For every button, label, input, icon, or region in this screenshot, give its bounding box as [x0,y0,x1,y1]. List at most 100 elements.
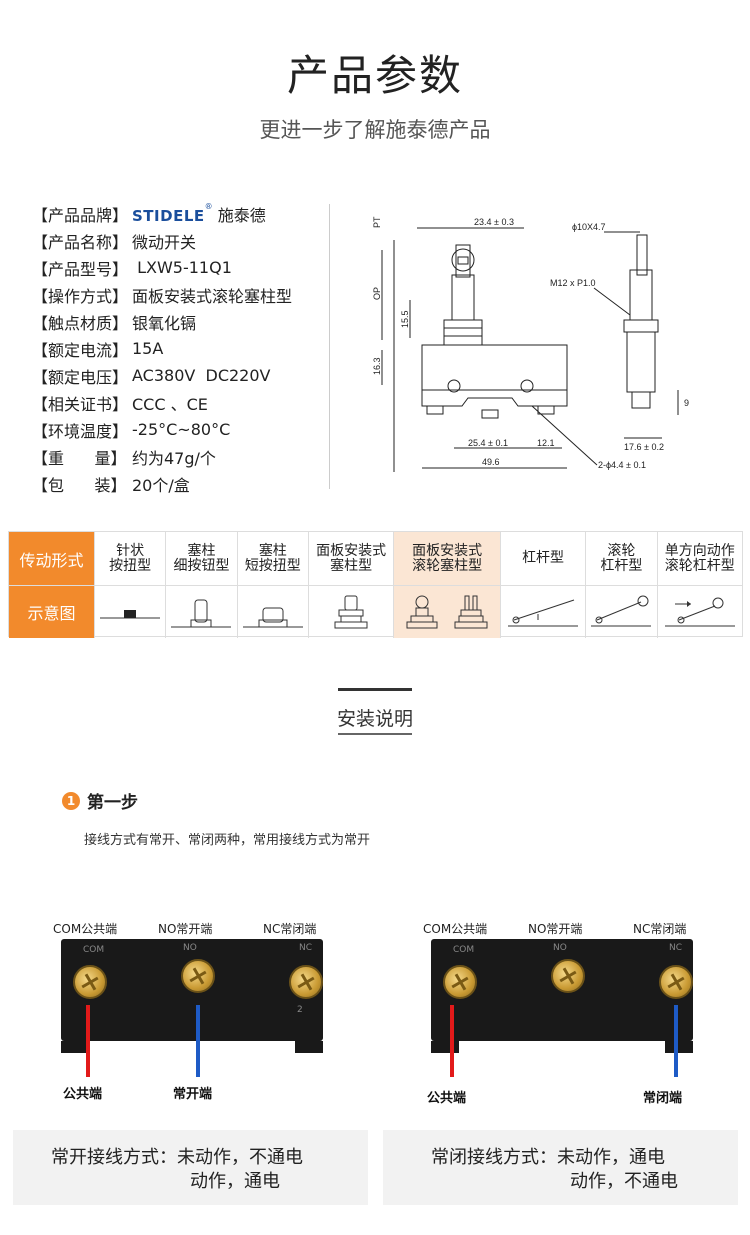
dim-h2: 16.3 [372,357,382,375]
type-cell: 塞柱 细按钮型 [165,532,236,585]
dim-w1: 23.4 ± 0.3 [474,217,514,227]
type-cell: 面板安装式 塞柱型 [307,532,393,585]
terminal [537,405,555,415]
page-title: 产品参数 [286,51,463,100]
mount-hole [520,379,534,393]
spec-row: 【重 量】约为47g/个 [32,443,332,470]
spec-value: 15A [132,339,164,358]
needle-icon [100,610,161,619]
spec-row: 【产品型号】 LXW5-11Q1 [32,254,332,281]
spec-key: 【重 量】 [32,448,127,468]
side-body [626,331,656,393]
type-cell: 单方向动作 滚轮杠杆型 [656,532,742,585]
spec-value: -25°C~80°C [132,420,231,439]
section-title: 安装说明 [336,708,413,730]
com-screw [73,965,107,999]
mount-hole [447,379,461,393]
side-nut [623,319,659,333]
spec-row: 【产品品牌】STIDELE® 施泰德 [32,200,332,227]
wiring-caption-line2: 动作，通电 [190,1171,280,1192]
terminal [481,409,499,419]
table-header: 示意图 [9,586,94,638]
diagram-short-plunger [236,586,308,638]
spec-value: AC380V DC220V [132,366,271,385]
nc-screw [659,965,693,999]
spec-key: 【包 装】 [32,475,127,495]
wiring-panel-normally-open: COM公共端 NO常开端 NC常闭端 COM NO NC 2 公共端 常开端 常… [13,887,368,1205]
switch-photo: COM公共端 NO常开端 NC常闭端 COM NO NC 公共端 常闭端 [383,887,738,1130]
section-rule [338,688,412,691]
spec-key: 【相关证书】 [32,394,129,414]
spec-value: 20个/盒 [132,475,190,495]
output-terminal-label: 常开端 [173,1087,213,1102]
diagram-panel-roller [393,586,500,638]
com-label: COM公共端 [53,922,118,936]
fine-plunger-icon [171,599,232,628]
dim-phi: ϕ10X4.7 [572,222,606,232]
type-cell: 杠杆型 [499,532,585,585]
spec-value: 约为47g/个 [132,448,216,468]
common-wire [86,1005,90,1077]
side-stem [629,269,653,321]
diagram-oneway-roller-lever [656,586,742,638]
com-label: COM公共端 [423,922,488,936]
dim-op: OP [372,287,382,300]
switch-photo: COM公共端 NO常开端 NC常闭端 COM NO NC 2 公共端 常开端 [13,887,368,1130]
spec-key: 【产品名称】 [32,232,129,252]
lever-icon [508,599,579,627]
no-label: NO常开端 [158,922,213,936]
com-mark: COM [83,945,105,955]
switch-body-outline [421,344,568,391]
type-cell: 滚轮 杠杆型 [585,532,656,585]
roller-axle [457,256,469,265]
terminal-number-mark: 2 [297,1005,303,1015]
diagram-lever [499,586,585,638]
side-roller [636,234,648,276]
dim-thread: M12 x P1.0 [550,278,596,288]
common-terminal-label: 公共端 [427,1091,467,1106]
nc-screw [289,965,323,999]
spec-value: CCC 、CE [132,394,208,414]
spec-key: 【环境温度】 [32,421,129,441]
panel-nut [443,319,483,346]
diagram-fine-plunger [165,586,236,638]
brand-name: 施泰德 [217,205,266,225]
dim-pt: PT [372,216,382,228]
spec-value: 面板安装式滚轮塞柱型 [132,286,293,306]
no-screw [181,959,215,993]
spec-row: 【环境温度】-25°C~80°C [32,416,332,443]
spec-key: 【触点材质】 [32,313,129,333]
no-label: NO常开端 [528,922,583,936]
dim-w4: 49.6 [482,457,500,467]
roller-lever-icon [591,595,652,627]
table-row: 传动形式 针状 按扭型 塞柱 细按钮型 塞柱 短按扭型 面板安装式 塞柱型 面板… [9,532,742,585]
step-label: 第一步 [87,793,138,813]
spec-row: 【相关证书】CCC 、CE [32,389,332,416]
normally-closed-wire [674,1005,678,1077]
terminal [426,405,444,415]
nc-mark: NC [669,943,683,953]
diagram-roller-lever [585,586,656,638]
dim-h1: 15.5 [400,310,410,328]
plunger-stem [451,274,475,321]
roller [451,248,475,272]
dim-w2: 25.4 ± 0.1 [468,438,508,448]
side-terminal [631,391,651,409]
panel-plunger-icon [334,595,368,629]
spec-row: 【额定电压】AC380V DC220V [32,362,332,389]
actuator-type-table: 传动形式 针状 按扭型 塞柱 细按钮型 塞柱 短按扭型 面板安装式 塞柱型 面板… [8,531,743,638]
spec-row: 【操作方式】面板安装式滚轮塞柱型 [32,281,332,308]
switch-base-outline [421,390,568,407]
wiring-panel-normally-closed: COM公共端 NO常开端 NC常闭端 COM NO NC 公共端 常闭端 常闭接… [383,887,738,1205]
diagram-panel-plunger [307,586,393,638]
short-plunger-icon [242,607,303,628]
type-cell-highlight: 面板安装式 滚轮塞柱型 [393,532,500,585]
brand-logo: STIDELE [132,206,205,225]
com-screw [443,965,477,999]
dim-w5: 17.6 ± 0.2 [624,442,664,452]
diagram-needle [94,586,165,638]
switch-body: COM NO NC 2 [61,939,323,1053]
spec-key: 【额定电压】 [32,367,129,387]
section-rule [338,733,412,735]
spec-value: STIDELE® 施泰德 [132,202,266,226]
